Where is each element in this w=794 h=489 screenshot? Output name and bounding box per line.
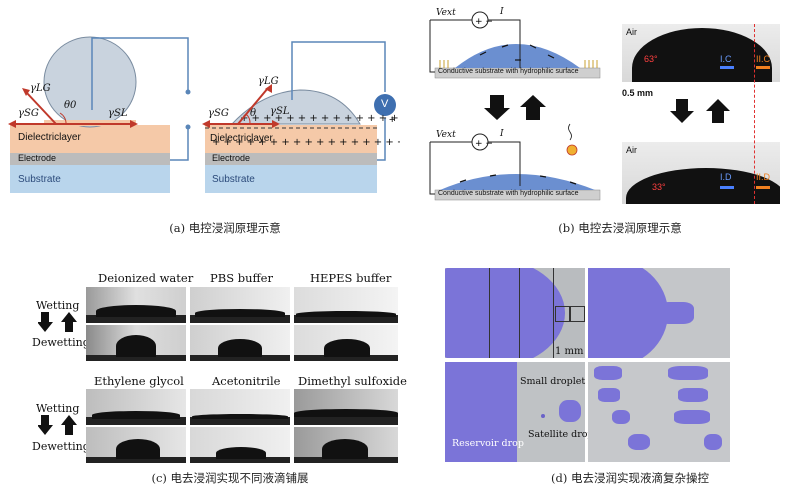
svg-text:+ + + + + + + + + + + + + + +: + + + + + + + + + + + + + + + + + [212,137,400,148]
scale-bar-d: 1 mm [555,346,584,357]
title-pbs-buffer: PBS buffer [210,271,273,285]
wire-right [291,41,386,161]
gamma-sl-label-left: γSL [108,108,128,119]
dielectric-label-left: Dielectriclayer [18,132,81,143]
substrate-caption-bottom: Conductive substrate with hydrophilic su… [438,190,579,197]
photo-acetonitrile-dewetting [190,427,290,463]
power-source-bottom [471,133,489,151]
gamma-lg-arrow-left [25,91,57,125]
substrate-label-left: Substrate [18,174,61,185]
satellite-drop-label: Satellite drop [528,429,594,440]
gamma-sl-label-right: γSL [270,106,290,117]
panel-a-diagram: + + + + + + + + + + + + + + + + + + + + … [8,36,400,193]
gamma-lg-label-left: γLG [30,83,51,94]
substrate-layer-left [10,165,170,193]
dielectric-layer-left [10,125,170,153]
air-label-top: Air [626,27,637,37]
label-iid: II.D [756,172,771,182]
svg-text:+ −: + − [475,139,493,149]
caption-c: (c) 电去浸润实现不同液滴铺展 [151,471,309,485]
panel-b-schematic: + − + − [429,11,601,201]
voltmeter-icon [374,94,396,116]
up-arrow-left [520,95,546,120]
voltmeter-label: V [381,98,389,110]
photo-ethylene-dewetting [86,427,186,463]
row-label-wetting-bottom: Wetting [36,402,80,415]
photo-d-top-right [588,268,730,358]
title-dmso: Dimethyl sulfoxide [298,374,407,388]
row-label-dewetting-bottom: Dewetting [32,440,90,453]
air-label-bottom: Air [626,145,637,155]
caption-d: (d) 电去浸润实现液滴复杂操控 [551,471,709,485]
photo-pbs-wetting [190,287,290,323]
down-arrow-left [484,95,510,120]
down-arrow-right [670,99,694,123]
wet-up-arrow-2 [61,415,77,435]
power-source-top [471,11,489,29]
droplet-top-schematic [455,44,580,68]
title-acetonitrile: Acetonitrile [212,374,281,388]
photo-hepes-wetting [294,287,398,323]
small-droplet-label: Small droplet [520,376,586,387]
label-id: I.D [720,172,732,182]
angle-33: 33° [652,182,666,192]
photo-water-wetting [86,287,186,323]
substrate-caption-top: Conductive substrate with hydrophilic su… [438,68,579,75]
theta-label: θ [250,108,257,119]
photo-d-bottom-main [445,362,585,462]
electrode-label-left: Electrode [18,153,57,163]
photo-d-sequence-grid [588,362,730,462]
vext-label-bottom: Vext [436,130,456,140]
photo-acetonitrile-wetting [190,389,290,425]
contact-angle-photo-top: Air 63° I.C II.C [622,24,780,82]
photo-dmso-dewetting [294,427,398,463]
row-label-dewetting-top: Dewetting [32,336,90,349]
title-ethylene-glycol: Ethylene glycol [94,374,184,388]
electrode-label-right: Electrode [212,153,251,163]
gamma-sg-label-left: γSG [18,108,39,119]
photo-d-top-left [445,268,585,358]
gamma-sg-label-right: γSG [208,108,229,119]
svg-text:+ + + + + + + + + + + + + +: + + + + + + + + + + + + + + [240,113,399,124]
title-deionized-water: Deionized water [98,271,194,285]
substrate-layer-right [205,165,377,193]
caption-a: (a) 电控浸润原理示意 [169,221,281,235]
wet-down-arrow-2 [38,415,53,435]
photo-ethylene-wetting [86,389,186,425]
vext-label-top: Vext [436,8,456,18]
wet-up-arrow-1 [61,312,77,332]
substrate-label-right: Substrate [212,174,255,185]
title-hepes-buffer: HEPES buffer [310,271,392,285]
row-label-wetting-top: Wetting [36,299,80,312]
contact-angle-photo-bottom: Air 33° I.D II.D [622,142,780,204]
wire-left [91,37,189,161]
caption-b: (b) 电控去浸润原理示意 [558,221,682,235]
droplet-left [43,36,137,128]
dielectric-layer-right [205,125,377,153]
electrode-layer-right [205,153,377,165]
scale-bar-b: 0.5 mm [622,88,654,98]
svg-text:+ −: + − [475,17,493,27]
photo-water-dewetting [86,325,186,361]
charge-plus-marks: + + + + + + + + + + + + + + + + + + + + … [212,113,400,148]
theta0-label: θ0 [64,100,77,111]
photo-dmso-wetting [294,389,398,425]
wet-down-arrow-1 [38,312,53,332]
gamma-lg-label-right: γLG [258,76,279,87]
label-iic: II.C [756,54,771,64]
dielectric-label-right: Dielectriclayer [210,133,273,144]
photo-hepes-dewetting [294,325,398,361]
ion-icon [566,144,578,156]
photo-pbs-dewetting [190,325,290,361]
label-ic: I.C [720,54,732,64]
voltmeter-plus: + [389,114,396,126]
droplet-bottom-schematic [440,174,595,190]
electrode-layer-left [10,153,170,165]
current-label-bottom: I [500,129,504,139]
reservoir-drop-label: Reservoir drop [452,438,524,449]
gamma-lg-arrow-right [237,87,269,125]
angle-63: 63° [644,54,658,64]
up-arrow-right [706,99,730,123]
current-label-top: I [500,7,504,17]
